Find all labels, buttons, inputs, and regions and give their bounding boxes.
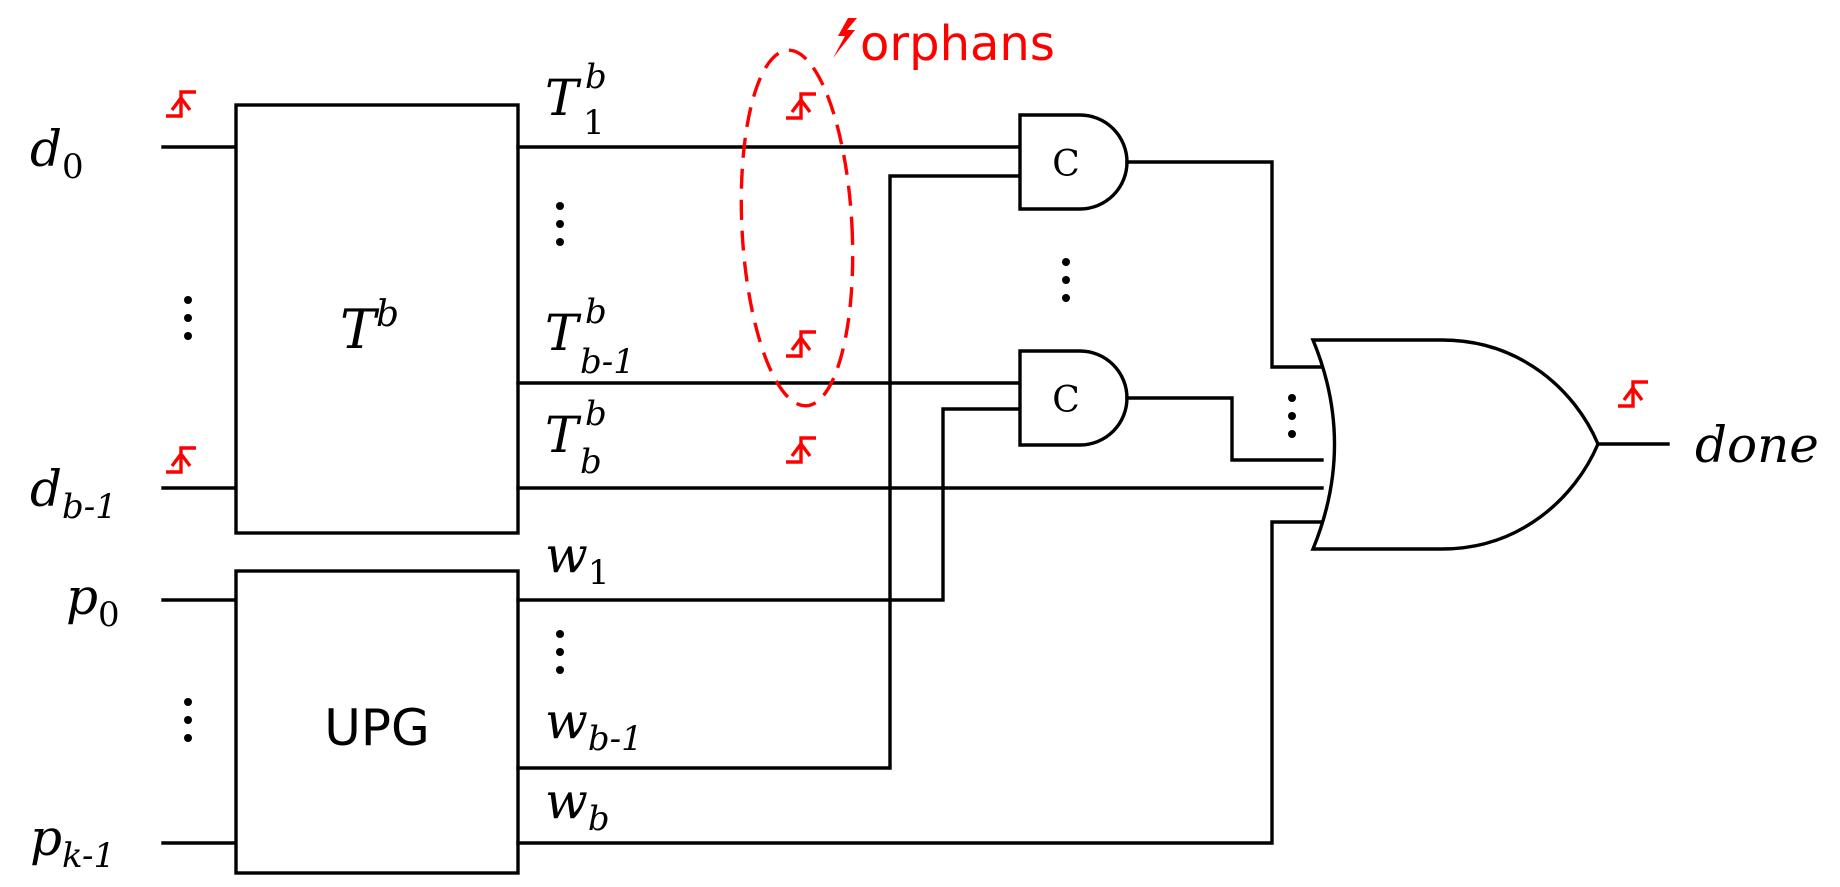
svg-text:b: b — [585, 394, 607, 434]
label-pk1: pk-1 — [30, 809, 115, 876]
wire-c-top-out — [1125, 160, 1324, 369]
transition-marker-db1 — [164, 446, 198, 474]
or-gate — [1310, 338, 1600, 551]
input-wires — [161, 145, 238, 845]
label-w1: w1 — [545, 526, 609, 593]
wire-c-bottom-out — [1125, 396, 1324, 462]
ellipsis-c-gates — [1062, 258, 1070, 302]
orphans-label: orphans — [860, 16, 1055, 72]
label-t1: T b 1 — [545, 57, 607, 143]
transition-marker-tb1 — [784, 330, 818, 358]
svg-text:b: b — [580, 442, 602, 482]
upg-block — [234, 569, 520, 875]
label-wb1: wb-1 — [545, 692, 643, 759]
transition-marker-done — [1616, 380, 1650, 408]
label-tb1: T b b-1 — [545, 292, 635, 382]
c-gate-top: C — [1018, 113, 1129, 211]
wire-wb — [516, 520, 1324, 845]
label-done: done — [1695, 416, 1819, 474]
svg-text:T: T — [545, 69, 582, 127]
label-db1: db-1 — [30, 460, 117, 527]
ellipsis-w-outputs — [556, 630, 564, 674]
transition-marker-t1 — [784, 92, 818, 120]
c-gate-bottom: C — [1018, 349, 1129, 447]
upg-output-wires — [516, 174, 1324, 845]
wire-w1 — [516, 407, 1022, 602]
ellipsis-inputs-upg — [184, 698, 192, 742]
label-wb: wb — [545, 772, 610, 839]
svg-text:b-1: b-1 — [580, 342, 635, 382]
ellipsis-t-outputs — [556, 202, 564, 246]
label-d0: d0 — [30, 120, 84, 187]
ellipsis-or-inputs — [1288, 394, 1296, 438]
c-gate-bottom-label: C — [1052, 380, 1080, 421]
ellipsis-inputs-tb — [184, 296, 192, 340]
lightning-icon — [833, 18, 857, 58]
label-p0: p0 — [66, 568, 120, 635]
c-gate-top-label: C — [1052, 144, 1080, 185]
tb-output-wires — [516, 145, 1324, 490]
label-tbb: T b b — [545, 394, 607, 482]
tb-block-label: Tb — [340, 294, 399, 361]
transition-marker-d0 — [164, 90, 198, 118]
svg-text:b: b — [585, 57, 607, 97]
svg-text:T: T — [545, 304, 582, 362]
svg-text:T: T — [545, 406, 582, 464]
upg-block-label: UPG — [324, 699, 430, 757]
tb-block — [234, 103, 520, 535]
svg-text:1: 1 — [583, 103, 605, 143]
orphans-ellipse — [739, 48, 855, 408]
svg-text:b: b — [585, 292, 607, 332]
transition-marker-tbb — [784, 436, 818, 464]
wire-wb1 — [516, 174, 1022, 770]
